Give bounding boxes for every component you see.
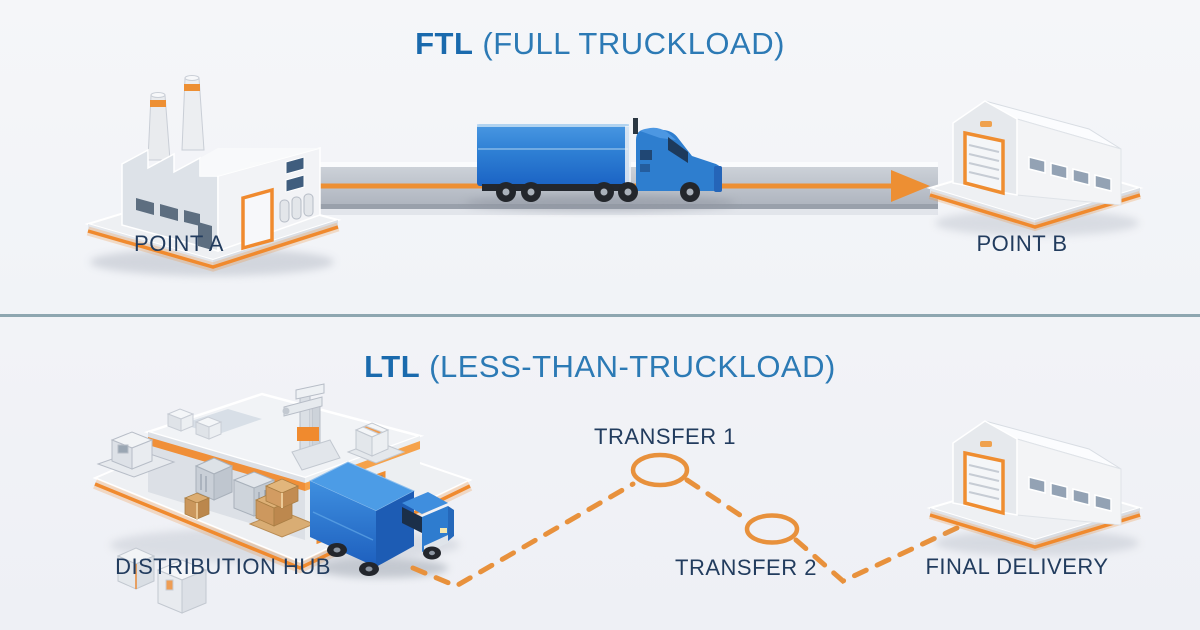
- point-a-label: POINT A: [134, 231, 224, 256]
- point-b-label: POINT B: [976, 231, 1068, 256]
- transfer-2-marker: [744, 513, 800, 545]
- ftl-title-abbr: FTL: [415, 26, 474, 61]
- point-b-warehouse-icon: [930, 101, 1140, 236]
- transfer-1-marker: [630, 452, 690, 488]
- distribution-hub-label: DISTRIBUTION HUB: [115, 554, 331, 579]
- section-divider: [0, 314, 1200, 317]
- crane-icon: [282, 383, 341, 471]
- ftl-title: FTL(FULL TRUCKLOAD): [415, 26, 785, 62]
- transfer-2-label: TRANSFER 2: [675, 555, 817, 580]
- box-truck-icon: [308, 461, 454, 578]
- ltl-title-rest: (LESS-THAN-TRUCKLOAD): [429, 349, 836, 384]
- final-delivery-warehouse-icon: [930, 421, 1140, 556]
- ltl-title: LTL(LESS-THAN-TRUCKLOAD): [364, 349, 836, 385]
- ltl-route-path: [410, 477, 960, 589]
- final-delivery-label: FINAL DELIVERY: [925, 554, 1109, 579]
- transfer-1-label: TRANSFER 1: [594, 424, 736, 449]
- ftl-title-rest: (FULL TRUCKLOAD): [482, 26, 785, 61]
- ltl-title-abbr: LTL: [364, 349, 421, 384]
- semi-truck-icon: [465, 118, 735, 211]
- factory-icon: [84, 75, 342, 276]
